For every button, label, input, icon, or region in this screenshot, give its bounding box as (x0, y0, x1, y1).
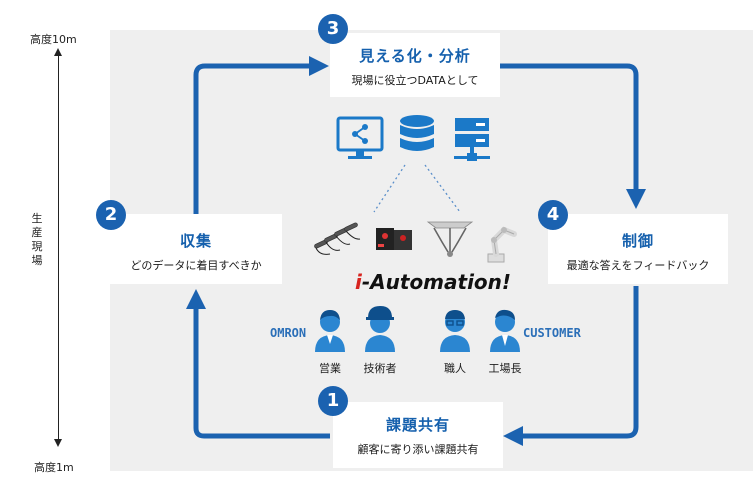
sensors-icon (314, 222, 361, 255)
step-2-subtitle: どのデータに着目すべきか (130, 259, 262, 272)
dotted-connector-right (424, 164, 461, 213)
person-label-engineer: 技術者 (363, 362, 397, 375)
database-icon (400, 115, 434, 151)
step-1-title: 課題共有 (385, 416, 450, 434)
i-automation-logo: i-Automation! (355, 270, 511, 294)
dotted-connector-left (373, 164, 406, 213)
step-4-box: 制御 最適な答えをフィードバック (548, 214, 728, 284)
logo-text: -Automation! (361, 270, 512, 294)
person-label-sales: 営業 (319, 362, 341, 375)
step-2-box: 収集 どのデータに着目すべきか (110, 214, 282, 284)
server-network-icon (454, 118, 490, 161)
arrow-step3-to-step4 (500, 63, 646, 209)
step-3-badge: 3 (318, 14, 348, 44)
step-3-box: 見える化・分析 現場に役立つDATAとして (330, 33, 500, 97)
person-label-factory-manager: 工場長 (488, 362, 522, 375)
step-2-badge: 2 (96, 200, 126, 230)
axis-bottom-label: 高度1m (34, 461, 74, 474)
engineer-hardhat-icon (365, 306, 395, 352)
axis-line (58, 54, 59, 441)
axis-arrow-down-icon (54, 439, 62, 447)
arrow-step4-to-step1 (503, 286, 639, 446)
robot-arm-icon (487, 226, 517, 263)
factory-manager-icon (490, 309, 520, 352)
step-1-badge: 1 (318, 386, 348, 416)
photoelectric-sensor-icon (376, 228, 412, 250)
sales-person-icon (315, 310, 345, 352)
monitor-share-icon (336, 116, 384, 159)
step-2-title: 収集 (179, 232, 212, 250)
arrow-step1-to-step2 (186, 289, 330, 439)
step-4-subtitle: 最適な答えをフィードバック (566, 259, 710, 272)
step-1-subtitle: 顧客に寄り添い課題共有 (357, 443, 479, 456)
axis-arrow-up-icon (54, 48, 62, 56)
arrow-step2-to-step3 (193, 56, 329, 214)
logo-prefix: i (355, 270, 362, 294)
axis-middle-label: 生産現場 (31, 212, 43, 267)
omron-label: OMRON (270, 326, 307, 340)
axis-top-label: 高度10m (30, 33, 77, 46)
step-3-title: 見える化・分析 (359, 47, 471, 65)
craftsman-glasses-icon (440, 310, 470, 352)
customer-label: CUSTOMER (523, 326, 581, 340)
step-4-badge: 4 (538, 200, 568, 230)
step-1-box: 課題共有 顧客に寄り添い課題共有 (333, 402, 503, 468)
step-4-title: 制御 (621, 232, 654, 250)
person-label-craftsman: 職人 (444, 362, 466, 375)
parallel-robot-icon (426, 221, 474, 257)
step-3-subtitle: 現場に役立つDATAとして (351, 74, 479, 87)
